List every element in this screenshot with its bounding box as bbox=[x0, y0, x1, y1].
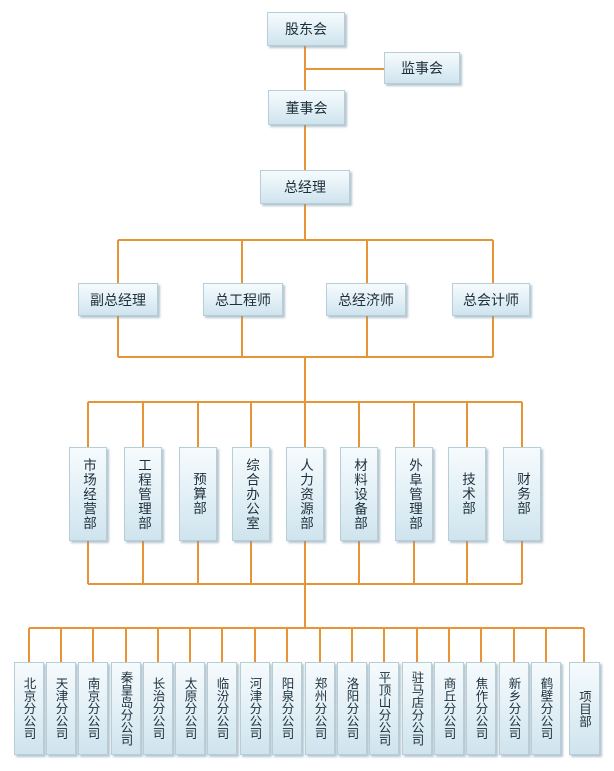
node-branch: 临汾分公司 bbox=[207, 662, 237, 755]
node-general-manager: 总经理 bbox=[260, 170, 350, 204]
node-department: 技术部 bbox=[448, 447, 486, 541]
node-branch: 河津分公司 bbox=[240, 662, 270, 755]
node-branch: 商丘分公司 bbox=[434, 662, 464, 755]
node-branch: 洛阳分公司 bbox=[337, 662, 367, 755]
node-department: 财务部 bbox=[503, 447, 541, 541]
node-branch: 新乡分公司 bbox=[499, 662, 529, 755]
node-department: 外阜管理部 bbox=[395, 447, 433, 541]
node-department: 综合办公室 bbox=[232, 447, 270, 541]
node-board: 董事会 bbox=[268, 90, 345, 125]
node-shareholders: 股东会 bbox=[267, 12, 345, 46]
node-branch: 平顶山分公司 bbox=[369, 662, 399, 755]
node-branch: 鹤壁分公司 bbox=[531, 662, 561, 755]
node-branch: 秦皇岛分公司 bbox=[111, 662, 141, 755]
node-deputy: 副总经理 bbox=[78, 283, 158, 316]
node-branch: 北京分公司 bbox=[14, 662, 44, 755]
node-branch: 天津分公司 bbox=[46, 662, 76, 755]
node-branch: 太原分公司 bbox=[175, 662, 205, 755]
node-branch: 项目部 bbox=[569, 662, 600, 755]
node-branch: 阳泉分公司 bbox=[272, 662, 302, 755]
node-department: 人力资源部 bbox=[286, 447, 324, 541]
node-deputy: 总会计师 bbox=[452, 283, 530, 316]
node-department: 工程管理部 bbox=[124, 447, 162, 541]
node-branch: 焦作分公司 bbox=[466, 662, 496, 755]
node-department: 材料设备部 bbox=[340, 447, 378, 541]
node-department: 市场经营部 bbox=[69, 447, 107, 541]
node-branch: 郑州分公司 bbox=[305, 662, 335, 755]
node-branch: 南京分公司 bbox=[78, 662, 108, 755]
node-deputy: 总工程师 bbox=[203, 283, 283, 316]
node-department: 预算部 bbox=[179, 447, 217, 541]
node-branch: 驻马店分公司 bbox=[402, 662, 432, 755]
node-branch: 长治分公司 bbox=[143, 662, 173, 755]
node-supervisors: 监事会 bbox=[384, 52, 460, 84]
node-deputy: 总经济师 bbox=[326, 283, 406, 316]
